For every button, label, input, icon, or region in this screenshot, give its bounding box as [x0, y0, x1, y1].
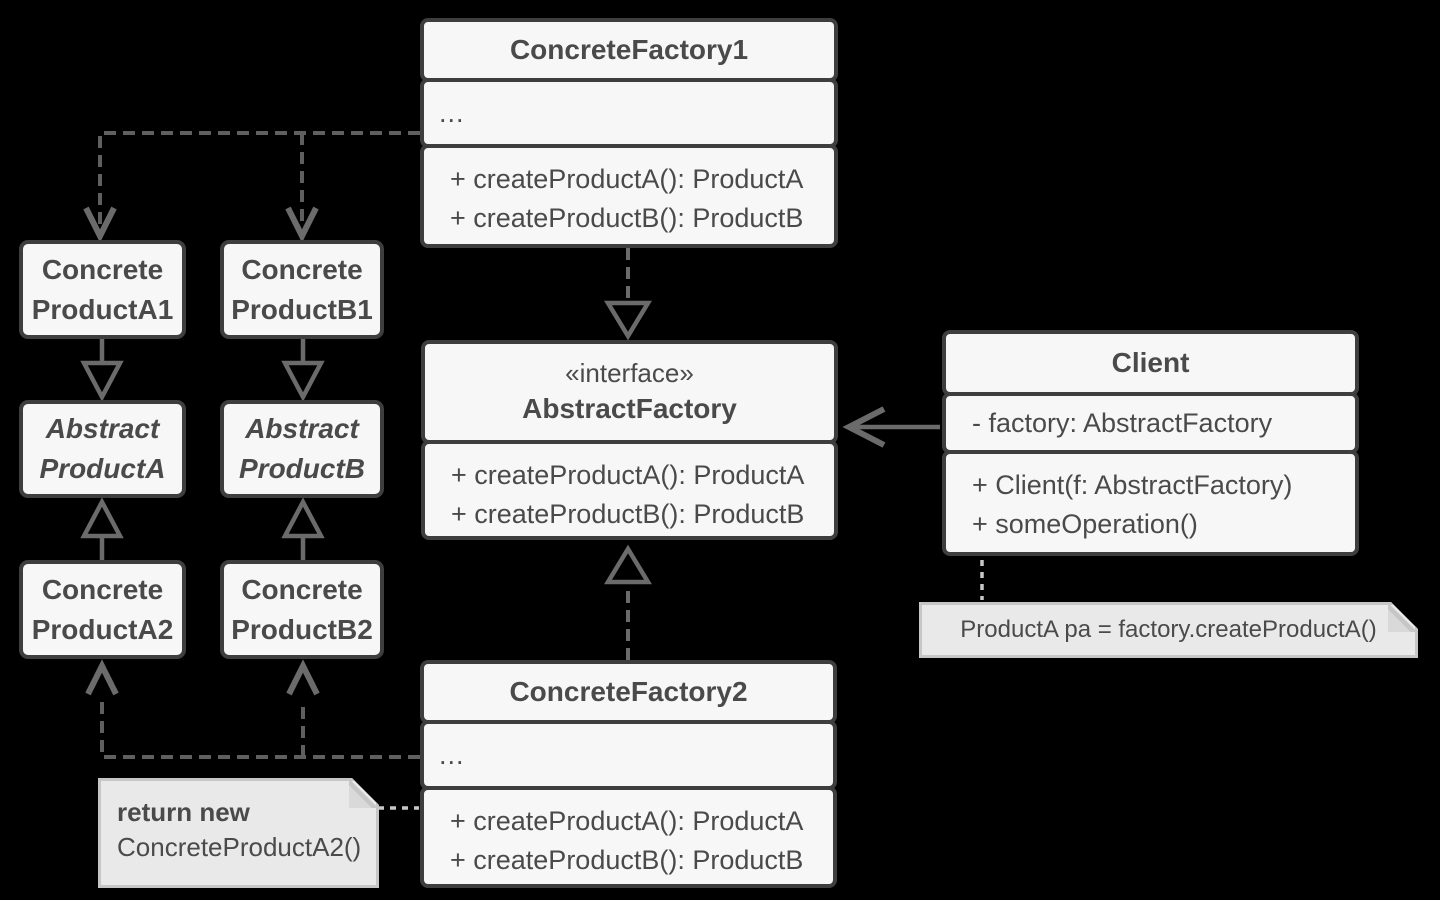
class-title: «interface» AbstractFactory	[421, 340, 838, 444]
class-name-line: ProductA	[39, 453, 166, 484]
methods-compartment: + createProductA(): ProductA + createPro…	[420, 786, 837, 888]
class-concrete-product-b2: Concrete ProductB2	[220, 560, 384, 659]
method-item: + createProductA(): ProductA	[450, 806, 804, 836]
class-concrete-factory1: ConcreteFactory1 ... + createProductA():…	[420, 18, 838, 248]
method-item: + Client(f: AbstractFactory)	[972, 470, 1293, 500]
note-text-line: ConcreteProductA2()	[117, 832, 362, 863]
class-name: AbstractFactory	[522, 392, 737, 424]
class-client: Client - factory: AbstractFactory + Clie…	[942, 330, 1359, 556]
generalization-arrow-cpb1-to-apb	[281, 338, 325, 402]
class-name: Client	[1111, 346, 1190, 378]
class-name: ConcreteFactory1	[509, 33, 749, 65]
note-client-code: ProductA pa = factory.createProductA()	[919, 602, 1418, 658]
fields-ellipsis: ...	[439, 97, 465, 128]
class-name-line: Concrete	[241, 253, 363, 285]
methods-compartment: + createProductA(): ProductA + createPro…	[420, 144, 838, 248]
fields-compartment: - factory: AbstractFactory	[942, 392, 1359, 454]
class-abstract-product-b: Abstract ProductB	[220, 400, 384, 498]
note-text: ProductA pa = factory.createProductA()	[960, 616, 1377, 643]
realization-arrow-cf2-to-abstractfactory	[604, 544, 652, 660]
class-concrete-factory2: ConcreteFactory2 ... + createProductA():…	[420, 660, 837, 888]
class-concrete-product-a1: Concrete ProductA1	[19, 240, 186, 339]
method-item: + createProductB(): ProductB	[450, 845, 804, 875]
note-factory2-code: return new ConcreteProductA2()	[98, 778, 379, 888]
class-name-line: ProductA2	[31, 613, 174, 645]
class-title: Client	[942, 330, 1359, 396]
field-item: - factory: AbstractFactory	[972, 407, 1273, 438]
class-name-line: Concrete	[41, 253, 164, 285]
class-name-line: Concrete	[241, 573, 363, 605]
class-name-line: ProductB2	[231, 613, 373, 645]
class-name-line: Concrete	[41, 573, 164, 605]
class-name-line: ProductB1	[231, 293, 373, 325]
generalization-arrow-cpb2-to-apb	[281, 497, 325, 560]
method-item: + createProductB(): ProductB	[450, 203, 804, 233]
class-name-line: ProductA1	[31, 293, 174, 325]
methods-compartment: + createProductA(): ProductA + createPro…	[421, 440, 838, 540]
class-concrete-product-a2: Concrete ProductA2	[19, 560, 186, 659]
note-text-line: return new	[117, 797, 250, 827]
fields-compartment: ...	[420, 78, 838, 148]
stereotype-label: «interface»	[565, 357, 694, 388]
class-name-line: ProductB	[239, 453, 365, 484]
generalization-arrow-cpa2-to-apa	[80, 497, 124, 560]
fields-ellipsis: ...	[439, 739, 465, 770]
method-item: + createProductB(): ProductB	[451, 499, 805, 529]
fields-compartment: ...	[420, 720, 837, 790]
class-title: ConcreteFactory2	[420, 660, 837, 724]
generalization-arrow-cpa1-to-apa	[80, 338, 124, 402]
class-name-line: Abstract	[45, 413, 160, 445]
association-arrow-client-to-abstractfactory	[842, 406, 940, 448]
class-abstract-factory: «interface» AbstractFactory + createProd…	[421, 340, 838, 540]
class-title: ConcreteFactory1	[420, 18, 838, 82]
method-item: + createProductA(): ProductA	[451, 460, 805, 490]
method-item: + createProductA(): ProductA	[450, 164, 804, 194]
dependency-arrow-cf2-to-products	[85, 659, 420, 759]
dependency-arrow-cf1-to-products	[83, 131, 420, 243]
methods-compartment: + Client(f: AbstractFactory) + someOpera…	[942, 450, 1359, 556]
class-name-line: Abstract	[245, 413, 359, 445]
class-abstract-product-a: Abstract ProductA	[19, 400, 186, 498]
class-name: ConcreteFactory2	[509, 675, 748, 707]
realization-arrow-cf1-to-abstractfactory	[604, 248, 652, 341]
method-item: + someOperation()	[972, 509, 1198, 539]
class-concrete-product-b1: Concrete ProductB1	[220, 240, 384, 339]
